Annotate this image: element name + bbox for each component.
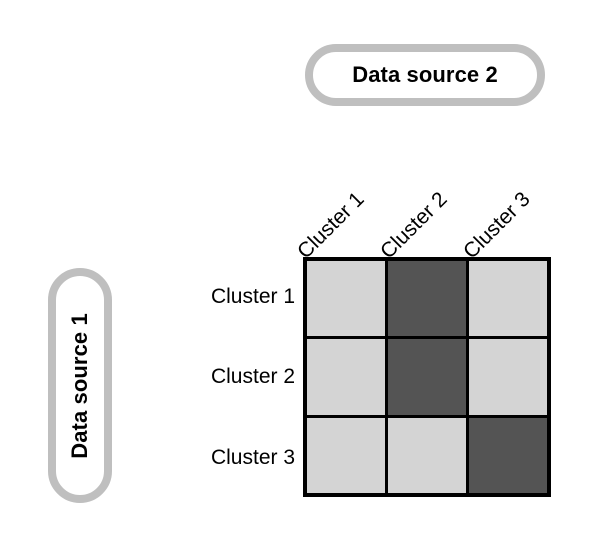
row-label-cluster-2: Cluster 2 [210,365,295,388]
matrix-cell-r2-c2 [388,339,466,415]
column-label-cluster-2: Cluster 2 [376,187,452,264]
matrix-cell-r2-c3 [469,339,547,415]
data-source-2-label: Data source 2 [352,62,498,87]
matrix-cell-r1-c2 [388,261,466,337]
data-source-2-banner: Data source 2 [305,44,545,106]
column-label-cluster-3: Cluster 3 [459,187,535,264]
row-label-cluster-3: Cluster 3 [210,446,295,469]
column-label-cluster-1: Cluster 1 [293,187,369,264]
matrix-cell-r1-c3 [469,261,547,337]
correspondence-matrix [303,257,551,497]
matrix-cell-r2-c1 [307,339,385,415]
data-source-1-banner: Data source 1 [48,268,112,503]
data-source-1-label: Data source 1 [67,312,92,459]
row-label-cluster-1: Cluster 1 [210,285,295,308]
matrix-cell-r1-c1 [307,261,385,337]
matrix-cell-r3-c1 [307,417,385,493]
matrix-cell-r3-c2 [388,417,466,493]
matrix-cell-r3-c3 [469,417,547,493]
